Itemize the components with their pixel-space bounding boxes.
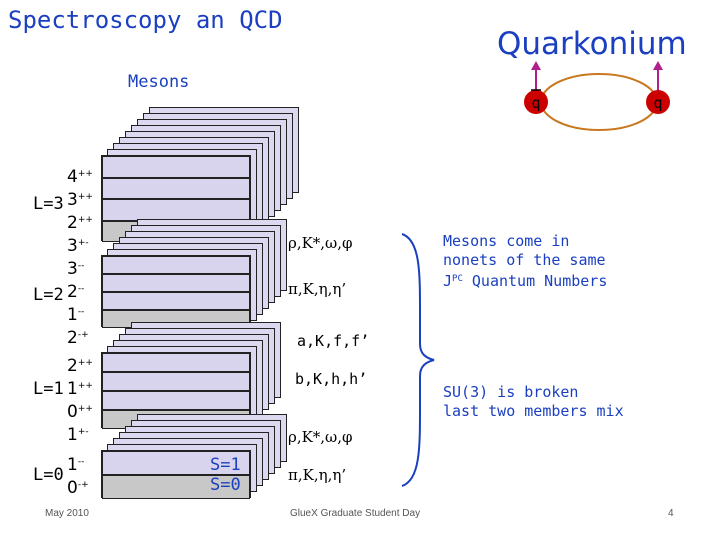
nonet-cell bbox=[102, 256, 250, 274]
footer-page-number: 4 bbox=[668, 508, 674, 519]
nonet-sheet-front bbox=[101, 255, 251, 328]
jpc-list-l1: 2++ 1++ 0++ 1+- bbox=[67, 353, 93, 445]
mesons-label: Mesons bbox=[128, 72, 190, 92]
jpc-state: 0-+ bbox=[67, 478, 89, 498]
jpc-state: 0++ bbox=[67, 402, 93, 422]
l-label-3: L=3 bbox=[33, 194, 64, 214]
jpc-list-l3: 4++ 3++ 2++ 3+- bbox=[67, 164, 93, 256]
jpc-state: 2++ bbox=[67, 356, 93, 376]
nonet-cell bbox=[102, 372, 250, 391]
nonet-a-row: a,K,f,f’ bbox=[297, 332, 370, 350]
nonet-vector-bottom: ρ,K*,ω,φ bbox=[288, 428, 353, 446]
nonet-cell bbox=[102, 353, 250, 372]
nonet-pseudoscalar-bottom: π,K,η,η’ bbox=[288, 466, 347, 484]
jpc-state: 4++ bbox=[67, 167, 93, 187]
spin-arrow-antiquark-head bbox=[531, 61, 541, 70]
jpc-state: 3++ bbox=[67, 190, 93, 210]
jpc-state: 1+- bbox=[67, 425, 89, 445]
nonet-b-row: b,K,h,h’ bbox=[295, 370, 368, 388]
footer-event: GlueX Graduate Student Day bbox=[290, 508, 421, 519]
quarkonium-diagram: q q bbox=[524, 61, 670, 131]
nonet-cell bbox=[102, 391, 250, 410]
antiquark-label: q bbox=[531, 94, 540, 112]
quark-ball bbox=[646, 90, 670, 114]
jpc-list-l0: 1-- 0-+ bbox=[67, 452, 89, 498]
jpc-state: 1-- bbox=[67, 305, 85, 325]
jpc-state: 1-- bbox=[67, 455, 85, 475]
jpc-state: 2-+ bbox=[67, 328, 89, 348]
nonet-cell bbox=[102, 475, 250, 499]
nonet-sheet-front bbox=[101, 450, 251, 499]
antiquark-ball bbox=[524, 90, 548, 114]
nonet-cell bbox=[102, 292, 250, 310]
spin-arrow-quark-head bbox=[653, 61, 663, 70]
nonet-cell bbox=[102, 451, 250, 475]
jpc-state: 2++ bbox=[67, 213, 93, 233]
jpc-state: 1++ bbox=[67, 379, 93, 399]
su3-note: SU(3) is broken last two members mix bbox=[443, 383, 624, 420]
jpc-list-l2: 3-- 2-- 1-- 2-+ bbox=[67, 256, 89, 348]
jpc-state: 3+- bbox=[67, 236, 89, 256]
jpc-state: 3-- bbox=[67, 259, 85, 279]
l-label-1: L=1 bbox=[33, 379, 64, 399]
slide-title: Spectroscopy an QCD bbox=[8, 6, 283, 34]
quarkonium-title: Quarkonium bbox=[497, 26, 687, 62]
nonet-cell bbox=[102, 156, 250, 178]
quark-label: q bbox=[653, 94, 662, 112]
nonet-cell bbox=[102, 274, 250, 292]
curly-brace bbox=[401, 233, 435, 487]
nonet-vector-top: ρ,K*,ω,φ bbox=[288, 234, 353, 252]
footer-date: May 2010 bbox=[45, 508, 89, 519]
nonet-pseudoscalar-top: π,K,η,η’ bbox=[288, 280, 347, 298]
nonet-cell bbox=[102, 199, 250, 221]
nonets-note: Mesons come in nonets of the same JPC Qu… bbox=[443, 232, 608, 290]
jpc-state: 2-- bbox=[67, 282, 85, 302]
flux-string bbox=[540, 73, 658, 131]
spin-label-s0: S=0 bbox=[210, 475, 241, 495]
nonet-cell bbox=[102, 177, 250, 199]
spin-label-s1: S=1 bbox=[210, 455, 241, 475]
l-label-2: L=2 bbox=[33, 285, 64, 305]
l-label-0: L=0 bbox=[33, 465, 64, 485]
